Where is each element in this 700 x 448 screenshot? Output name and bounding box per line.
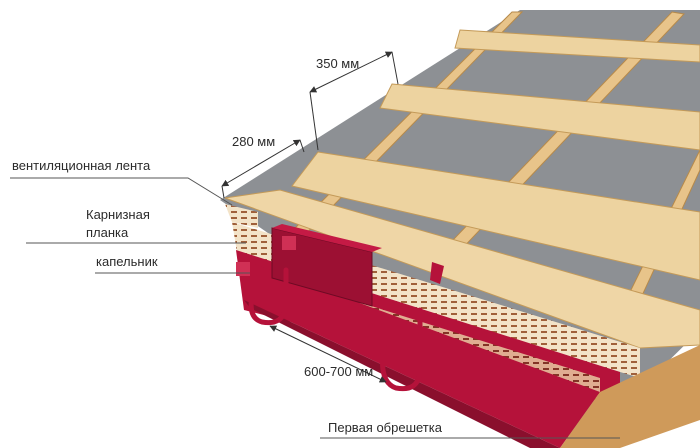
bracket-notch-b <box>236 262 250 276</box>
label-eaves-strip-line1: Карнизная <box>86 207 150 222</box>
label-eaves-strip-line2: планка <box>86 225 129 240</box>
dimension-first-batten-spacing: 280 мм <box>232 134 275 149</box>
gutter-hook-left <box>248 267 289 326</box>
label-ventilation-tape: вентиляционная лента <box>12 158 151 173</box>
label-first-batten: Первая обрешетка <box>328 420 443 435</box>
leader-lines <box>10 177 620 439</box>
batten-second <box>291 151 700 281</box>
dimension-lines <box>221 51 399 383</box>
gutter-bracket-plate <box>271 227 373 307</box>
bracket-notch-a <box>282 236 296 250</box>
small-tab <box>430 262 444 284</box>
dimension-batten-spacing: 350 мм <box>316 56 359 71</box>
batten-middle <box>379 83 700 151</box>
ventilation-tape <box>225 204 258 228</box>
gutter-bracket-plate-top <box>272 224 382 252</box>
batten-top <box>454 29 700 63</box>
first-batten <box>224 189 700 349</box>
dimension-hook-spacing: 600-700 мм <box>304 364 373 379</box>
first-batten-end <box>560 345 700 448</box>
label-drip-edge: капельник <box>96 254 158 269</box>
battens <box>291 29 700 281</box>
